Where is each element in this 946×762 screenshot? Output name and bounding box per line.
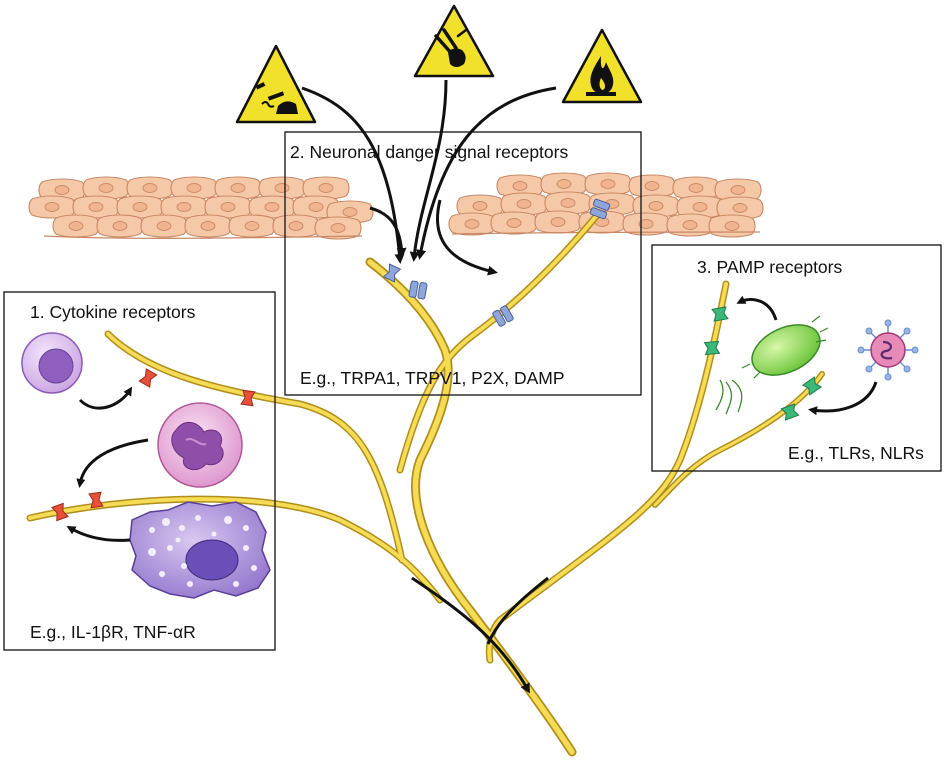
danger-panel-title: 2. Neuronal danger signal receptors	[290, 142, 568, 162]
injury-hazard-icon	[413, 4, 495, 78]
neutrophil-cell	[157, 402, 243, 488]
cytokine-panel-example: E.g., IL-1βR, TNF-αR	[30, 622, 196, 642]
pamp-receptor	[801, 376, 823, 396]
macrophage-cell	[129, 501, 271, 599]
pamp-receptor	[780, 403, 800, 421]
pamp-receptors-panel: 3. PAMP receptors E.g., TLRs, NLRs	[651, 244, 942, 472]
danger-receptor	[382, 263, 402, 283]
danger-receptor	[492, 305, 514, 327]
bacterium	[715, 315, 829, 415]
fire-hazard-icon	[561, 28, 643, 104]
cytokine-receptor	[88, 491, 104, 509]
danger-panel-example: E.g., TRPA1, TRPV1, P2X, DAMP	[300, 368, 565, 388]
danger-receptor	[408, 280, 428, 300]
cytokine-receptor	[240, 389, 256, 407]
pamp-panel-example: E.g., TLRs, NLRs	[788, 443, 924, 463]
cytokine-receptors-panel: 1. Cytokine receptors E.g., IL-1βR, TNF-…	[3, 291, 276, 651]
epithelium-left	[28, 176, 374, 240]
chemical-hazard-icon	[235, 44, 317, 124]
cytokine-panel-title: 1. Cytokine receptors	[30, 302, 196, 322]
cytokine-receptor	[138, 368, 158, 388]
pamp-receptor	[711, 306, 729, 322]
pamp-panel-title: 3. PAMP receptors	[697, 257, 842, 277]
cytokine-receptor	[51, 502, 69, 522]
danger-receptors-panel: 2. Neuronal danger signal receptors E.g.…	[284, 131, 642, 396]
danger-receptor	[589, 198, 611, 220]
sensory-nerve-fibres	[26, 210, 825, 757]
virus	[857, 319, 919, 381]
lymphocyte-cell	[21, 332, 83, 394]
pamp-receptor	[703, 340, 721, 356]
epithelium-right	[448, 172, 764, 238]
